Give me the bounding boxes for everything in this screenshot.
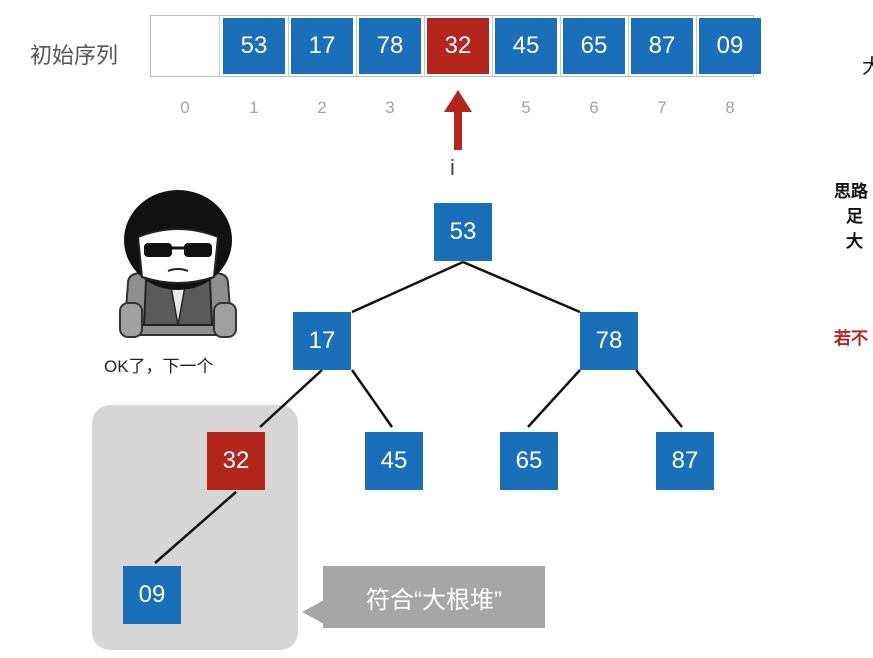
- array-index: 0: [180, 98, 190, 117]
- callout-bubble: 符合“大根堆”: [323, 566, 545, 628]
- array-divider: [219, 15, 220, 77]
- array-divider: [492, 15, 493, 77]
- array-divider: [560, 15, 561, 77]
- array-cell: 87: [631, 18, 693, 74]
- right-text-fragment: 若不: [834, 329, 868, 348]
- array-cell-current: 32: [427, 18, 489, 74]
- array-divider: [424, 15, 425, 77]
- pointer-arrow-icon: [444, 90, 472, 150]
- tree-node-current: 32: [207, 432, 265, 490]
- array-divider: [696, 15, 697, 77]
- array-index: 7: [657, 98, 667, 117]
- right-text-fragment: 思路: [834, 182, 868, 201]
- array-divider: [288, 15, 289, 77]
- array-cell: 45: [495, 18, 557, 74]
- array-divider: [356, 15, 357, 77]
- array-cell: 17: [291, 18, 353, 74]
- callout-tail: [302, 600, 324, 624]
- sequence-label: 初始序列: [30, 43, 119, 68]
- tree-node: 17: [293, 312, 351, 370]
- tree-node-root: 53: [434, 203, 492, 261]
- meme-caption: OK了，下一个: [104, 357, 214, 376]
- tree-node: 45: [365, 432, 423, 490]
- right-text-fragment: 大: [862, 56, 873, 78]
- array-index: 6: [589, 98, 599, 117]
- array-index: 8: [725, 98, 735, 117]
- array-cell: 65: [563, 18, 625, 74]
- array-cell: 09: [699, 18, 761, 74]
- tree-node: 65: [500, 432, 558, 490]
- array-cell: 53: [223, 18, 285, 74]
- tree-node: 87: [656, 432, 714, 490]
- array-divider: [628, 15, 629, 77]
- array-index: 3: [385, 98, 395, 117]
- array-cell: 78: [359, 18, 421, 74]
- pointer-label: i: [450, 155, 455, 180]
- meme-character-icon: [119, 190, 237, 338]
- array-index: 1: [249, 98, 259, 117]
- tree-node: 09: [123, 566, 181, 624]
- right-text-fragment: 足大: [846, 207, 863, 251]
- array-index: 5: [521, 98, 531, 117]
- tree-node: 78: [580, 312, 638, 370]
- array-index: 2: [317, 98, 327, 117]
